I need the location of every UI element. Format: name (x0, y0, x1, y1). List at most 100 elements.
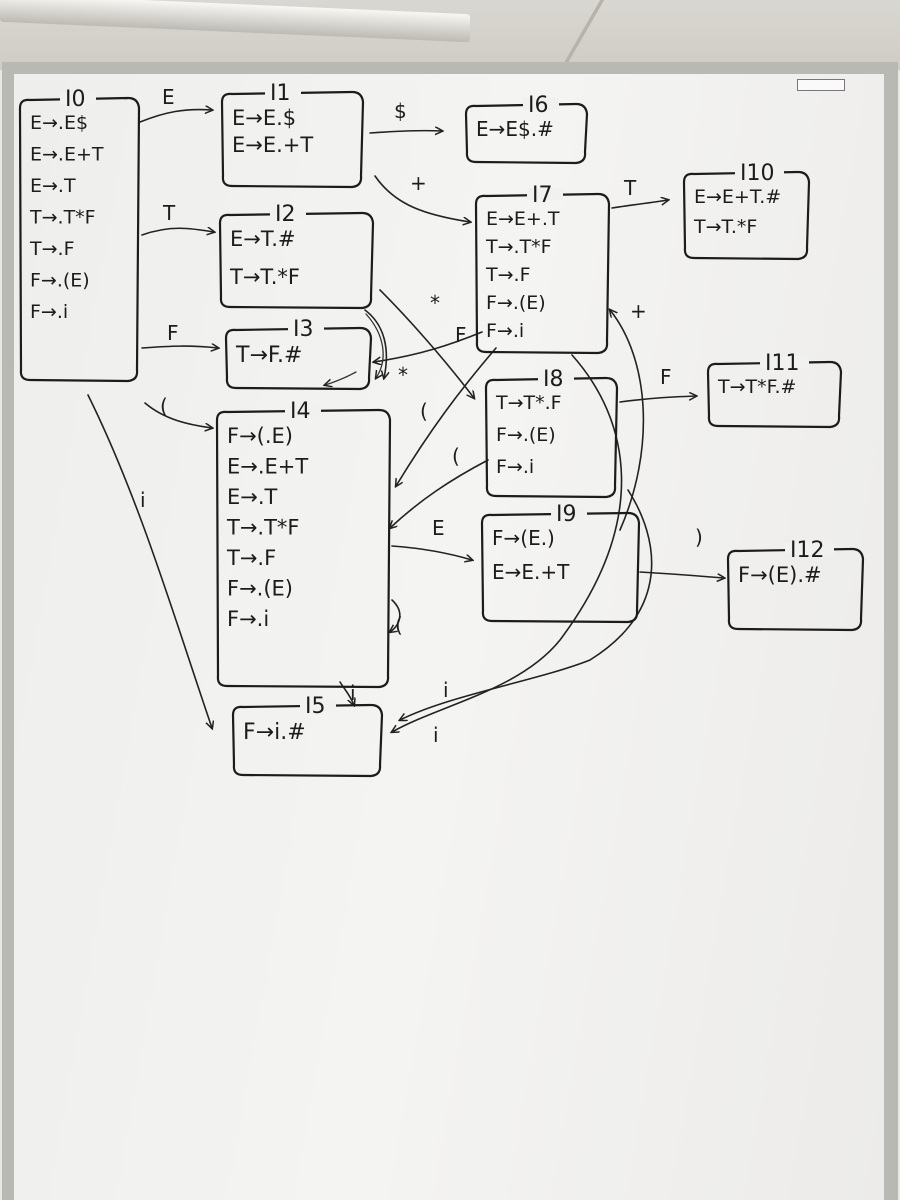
transition-label: ( (452, 444, 460, 468)
lr-item: E→.E+T (30, 144, 104, 166)
transition-arrow (139, 110, 212, 123)
lr-item: F→.(E) (30, 270, 90, 292)
state-boxes: I0E→.E$E→.E+TE→.TT→.T*FT→.FF→.(E)F→.iI1E… (18, 81, 865, 778)
state-box-outline (231, 703, 384, 778)
state-title-gap (288, 322, 324, 334)
state-box-outline (220, 90, 365, 189)
transition-label: E (432, 516, 445, 540)
lr-item: T→T.*F (229, 265, 300, 289)
transition-label: F (455, 323, 467, 347)
lr-item: E→E+.T (486, 208, 560, 230)
transition-label: i (140, 488, 146, 512)
transition-edge: ( (144, 394, 212, 428)
lr-item: E→E.+T (232, 133, 313, 157)
state-title: I12 (790, 538, 824, 563)
state-i9: I9F→(E.)E→E.+T (480, 502, 641, 624)
transition-edges: ETF(i$+T*F(i*F(iE(i)+ (87, 85, 724, 747)
state-title-gap (527, 188, 563, 200)
state-i8: I8T→T*.FF→.(E)F→.i (484, 367, 619, 499)
lr-item: E→E.$ (232, 106, 296, 130)
state-title-gap (300, 699, 336, 711)
state-i1: I1E→E.$ E→E.+T (220, 81, 365, 189)
transition-arrow (400, 489, 653, 720)
whiteboard-surface (14, 74, 884, 1200)
transition-arrow (374, 331, 483, 362)
state-title-gap (551, 507, 587, 519)
transition-edge (365, 313, 384, 378)
transition-edge: * (364, 309, 408, 387)
transition-edge: E (391, 516, 472, 560)
lr-item: F→.i (496, 456, 534, 478)
lr-item: T→.F (29, 238, 75, 260)
state-i0: I0E→.E$E→.E+TE→.TT→.T*FT→.FF→.(E)F→.i (18, 87, 141, 383)
state-i5: I5F→i.# (231, 694, 384, 778)
state-box-outline (706, 360, 843, 429)
state-box-outline (224, 326, 373, 391)
lr-item: T→T*.F (495, 392, 562, 414)
transition-arrow (391, 545, 472, 560)
state-box-outline (474, 192, 611, 355)
transition-edge: F (619, 365, 696, 403)
state-box-outline (480, 511, 641, 624)
state-i2: I2E→T.#T→T.*F (218, 202, 375, 310)
state-title: I7 (532, 183, 553, 208)
lr-item: E→E$.# (476, 117, 554, 141)
transition-edge: $ (369, 99, 442, 133)
transition-label: E (162, 85, 175, 109)
transition-arrow (390, 459, 489, 528)
state-title: I3 (293, 317, 314, 342)
lr-item: E→.T (30, 175, 76, 197)
transition-edge: T (611, 176, 668, 209)
state-box-outline (682, 170, 811, 261)
state-title: I1 (270, 81, 291, 106)
state-title-gap (60, 92, 96, 104)
state-i6: I6E→E$.# (464, 93, 589, 165)
transition-label: F (167, 321, 179, 345)
transition-label: i (350, 681, 356, 705)
transition-arrow (610, 310, 645, 531)
state-title-gap (735, 166, 784, 178)
transition-label: + (410, 171, 427, 195)
transition-arrow (364, 309, 386, 378)
transition-edge: ( (396, 347, 497, 486)
state-title: I8 (543, 367, 564, 392)
transition-arrow (619, 396, 696, 403)
transition-edge: ( (390, 444, 489, 528)
transition-edge: i (339, 681, 356, 705)
transition-edge: * (379, 289, 474, 398)
state-title-gap (538, 372, 574, 384)
transition-edge: E (139, 85, 212, 123)
transition-label: ( (160, 394, 168, 418)
transition-edge: T (141, 201, 214, 236)
state-box-outline (18, 96, 141, 383)
transition-edge: ( (390, 599, 403, 637)
transition-arrow (339, 681, 354, 705)
lr-item: F→(E).# (738, 563, 822, 587)
lr-item: E→.E+T (227, 455, 308, 479)
transition-label: ( (395, 613, 403, 637)
lr-item: T→T.*F (693, 216, 757, 238)
transition-arrow (141, 346, 218, 348)
transition-arrow (639, 571, 724, 578)
transition-label: i (443, 678, 449, 702)
lr-item: T→T*F.# (717, 376, 796, 398)
transition-arrow (390, 599, 401, 632)
transition-arrow (141, 228, 214, 236)
state-box-outline (464, 102, 589, 165)
transition-edge: i (87, 394, 212, 728)
transition-edge: i (400, 489, 653, 720)
lr-item: F→(E.) (492, 526, 555, 550)
lr-item: F→.(E) (227, 577, 293, 601)
transition-label: T (623, 176, 637, 200)
lr-item: T→.T*F (485, 236, 552, 258)
lr-item: F→.(E) (486, 292, 546, 314)
transition-arrow (325, 371, 357, 385)
lr-item: E→E+T.# (694, 186, 781, 208)
transition-arrow (396, 347, 497, 486)
state-title-gap (265, 86, 301, 98)
lr-item: T→.F (485, 264, 531, 286)
transition-label: ( (420, 399, 428, 423)
state-title-gap (523, 98, 559, 110)
